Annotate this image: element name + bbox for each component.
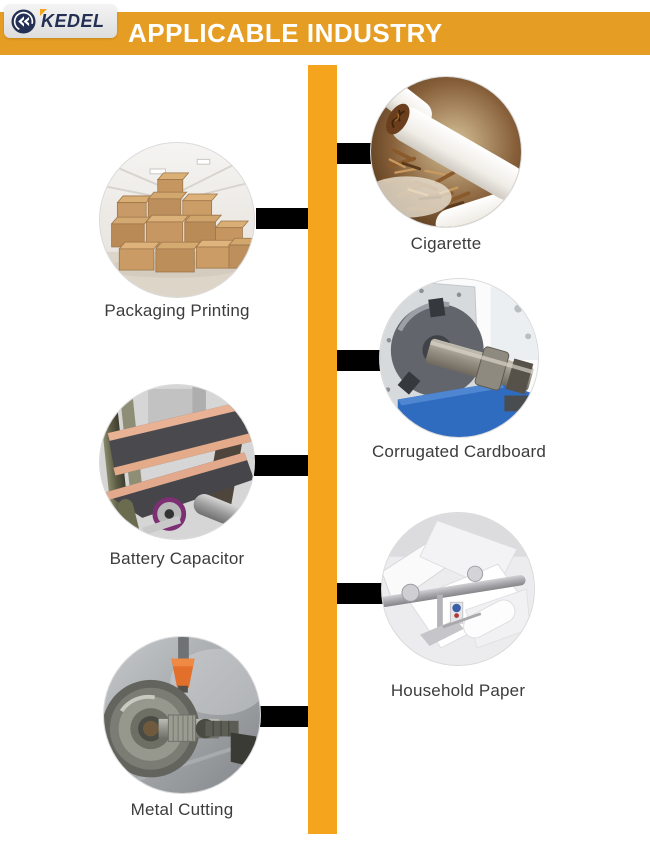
connector-household-paper (337, 583, 385, 604)
page-title: APPLICABLE INDUSTRY (128, 18, 443, 48)
industry-label: Packaging Printing (104, 301, 250, 320)
brand-logo: KEDEL (4, 4, 117, 38)
industry-image-household-paper (381, 512, 535, 666)
connector-battery-capacitor (254, 455, 308, 476)
industry-image-packaging-printing (99, 142, 255, 298)
industry-label: Battery Capacitor (109, 549, 245, 568)
brand-logo-icon (11, 8, 36, 34)
industry-label: Metal Cutting (130, 800, 234, 819)
industry-image-corrugated-cardboard (379, 278, 539, 438)
brand-name: KEDEL (40, 8, 105, 32)
industry-label: Corrugated Cardboard (371, 442, 547, 461)
brand-name-rest: EDEL (54, 10, 105, 31)
industry-image-metal-cutting (103, 636, 261, 794)
connector-metal-cutting (260, 706, 308, 727)
industry-label: Cigarette (410, 234, 482, 253)
connector-corrugated-cardboard (337, 350, 383, 371)
spine-bar (308, 65, 337, 834)
industry-image-cigarette (370, 76, 522, 228)
connector-packaging-printing (256, 208, 308, 229)
connector-cigarette (337, 143, 380, 164)
industry-label: Household Paper (390, 681, 526, 700)
industry-image-battery-capacitor (99, 384, 255, 540)
brand-name-initial: K (40, 8, 55, 31)
